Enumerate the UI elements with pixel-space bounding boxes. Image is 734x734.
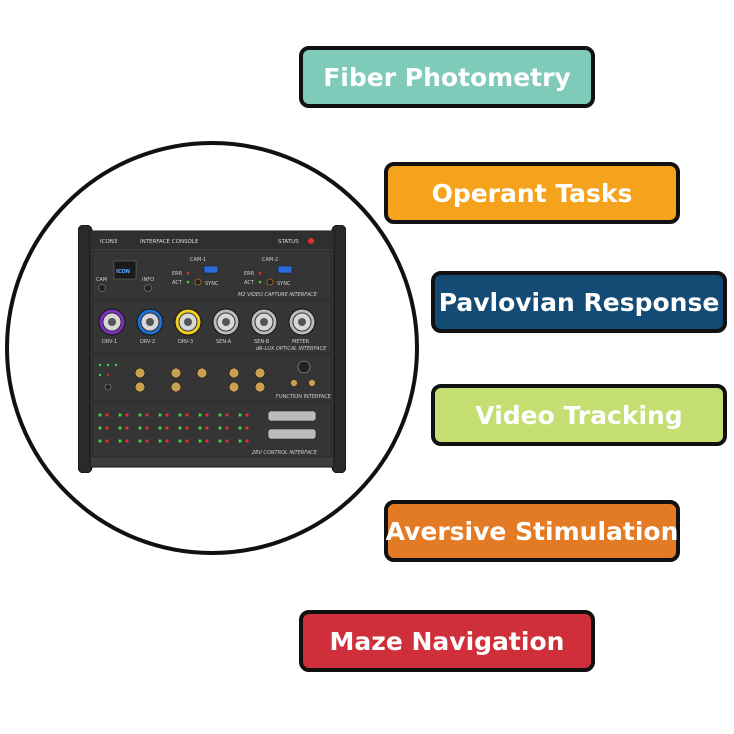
control-led bbox=[238, 413, 242, 417]
control-led bbox=[125, 439, 129, 443]
control-led bbox=[218, 413, 222, 417]
control-interface-label: 28V CONTROL INTERFACE bbox=[252, 450, 318, 456]
cam1-err-label: ERR bbox=[172, 271, 183, 277]
optical-port-label: DRV-2 bbox=[140, 339, 155, 345]
console-label: INTERFACE CONSOLE bbox=[140, 239, 199, 245]
status-label: STATUS bbox=[278, 239, 299, 245]
control-led bbox=[245, 439, 249, 443]
optical-port-label: DRV-1 bbox=[102, 339, 117, 345]
control-led bbox=[205, 413, 209, 417]
label-video-tracking: Video Tracking bbox=[431, 384, 727, 446]
function-interface-label: FUNCTION INTERFACE bbox=[276, 394, 331, 400]
control-led bbox=[105, 413, 109, 417]
control-led bbox=[165, 426, 169, 430]
label-pavlovian-response: Pavlovian Response bbox=[431, 271, 727, 333]
control-led bbox=[98, 426, 102, 430]
control-led bbox=[118, 413, 122, 417]
optical-port-label: SEN-A bbox=[216, 339, 232, 345]
optical-interface-label: dR-LUX OPTICAL INTERFACE bbox=[256, 346, 327, 352]
control-led bbox=[205, 426, 209, 430]
optical-port-label: METER bbox=[292, 339, 310, 345]
label-aversive-stimulation: Aversive Stimulation bbox=[384, 500, 680, 562]
optical-port-drv-2: DRV-2 bbox=[136, 308, 164, 345]
cam-button bbox=[98, 284, 106, 292]
control-led bbox=[245, 426, 249, 430]
control-led bbox=[158, 426, 162, 430]
control-led bbox=[145, 439, 149, 443]
control-led bbox=[138, 413, 142, 417]
cam2-sync-label: SYNC bbox=[277, 281, 291, 287]
control-led bbox=[238, 426, 242, 430]
control-led bbox=[145, 413, 149, 417]
db-connector-bottom bbox=[267, 428, 317, 440]
control-led bbox=[138, 426, 142, 430]
optical-ports: DRV-1 DRV-2 DRV-3 SEN-A SEN-B METER bbox=[98, 308, 316, 345]
info-label: INFO bbox=[142, 277, 154, 283]
control-led bbox=[225, 426, 229, 430]
optical-port-meter: METER bbox=[288, 308, 316, 345]
cam2-usb-port bbox=[277, 265, 293, 274]
control-led bbox=[198, 439, 202, 443]
label-maze-navigation: Maze Navigation bbox=[299, 610, 595, 672]
control-led bbox=[218, 439, 222, 443]
cam1-usb-port bbox=[203, 265, 219, 274]
control-led bbox=[158, 439, 162, 443]
control-led bbox=[98, 413, 102, 417]
control-led bbox=[225, 413, 229, 417]
control-led bbox=[165, 413, 169, 417]
cam2-act-label: ACT bbox=[244, 280, 255, 286]
optical-port-drv-1: DRV-1 bbox=[98, 308, 126, 345]
cam1-sync-label: SYNC bbox=[205, 281, 219, 287]
control-led bbox=[198, 426, 202, 430]
control-led bbox=[178, 439, 182, 443]
control-led bbox=[245, 413, 249, 417]
optical-port-label: DRV-3 bbox=[178, 339, 193, 345]
control-led bbox=[138, 439, 142, 443]
function-connectors bbox=[98, 360, 316, 393]
cam2-label: CAM-2 bbox=[262, 257, 278, 263]
label-fiber-photometry: Fiber Photometry bbox=[299, 46, 595, 108]
cam1-act-label: ACT bbox=[172, 280, 183, 286]
control-led bbox=[185, 413, 189, 417]
control-led bbox=[185, 439, 189, 443]
optical-port-sen-a: SEN-A bbox=[212, 308, 240, 345]
control-led bbox=[178, 413, 182, 417]
brand-label: ICON3 bbox=[100, 239, 118, 245]
info-button bbox=[144, 284, 152, 292]
control-led bbox=[198, 413, 202, 417]
icon-logo: ICON bbox=[116, 269, 130, 275]
control-led bbox=[225, 439, 229, 443]
control-led bbox=[158, 413, 162, 417]
optical-port-label: SEN-B bbox=[254, 339, 270, 345]
control-led bbox=[98, 439, 102, 443]
control-led bbox=[145, 426, 149, 430]
control-led bbox=[105, 439, 109, 443]
cam1-label: CAM-1 bbox=[190, 257, 206, 263]
control-indicators bbox=[98, 413, 249, 443]
control-led bbox=[178, 426, 182, 430]
optical-port-drv-3: DRV-3 bbox=[174, 308, 202, 345]
interface-console-device: ICON3 INTERFACE CONSOLE STATUS CAM ICON … bbox=[78, 225, 346, 473]
optical-port-sen-b: SEN-B bbox=[250, 308, 278, 345]
control-led bbox=[218, 426, 222, 430]
label-operant-tasks: Operant Tasks bbox=[384, 162, 680, 224]
control-led bbox=[118, 426, 122, 430]
control-led bbox=[205, 439, 209, 443]
status-led bbox=[308, 238, 314, 244]
cam2-err-label: ERR bbox=[244, 271, 255, 277]
control-led bbox=[125, 413, 129, 417]
video-interface-label: M2 VIDEO CAPTURE INTERFACE bbox=[238, 292, 318, 298]
control-led bbox=[185, 426, 189, 430]
db-connector-top bbox=[267, 410, 317, 422]
control-led bbox=[105, 426, 109, 430]
control-led bbox=[125, 426, 129, 430]
control-led bbox=[165, 439, 169, 443]
control-led bbox=[238, 439, 242, 443]
control-led bbox=[118, 439, 122, 443]
cam-label: CAM bbox=[96, 277, 107, 283]
